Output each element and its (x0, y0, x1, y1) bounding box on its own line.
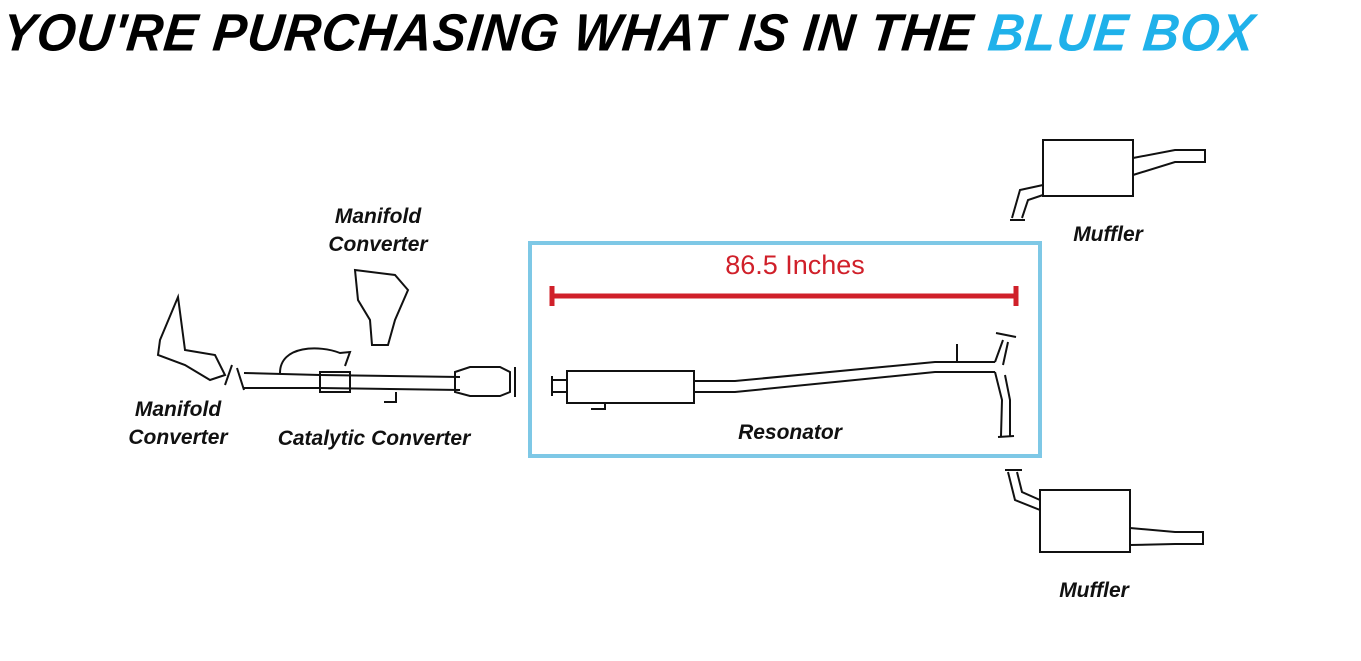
resonator-label: Resonator (738, 421, 842, 444)
measurement-bar (549, 286, 1019, 306)
muffler-bottom (1005, 469, 1204, 553)
catalytic-converter-label: Catalytic Converter (277, 427, 471, 450)
catalytic-section (236, 347, 516, 403)
blue-box (528, 241, 1042, 458)
measurement-label: 86.5 Inches (725, 250, 865, 280)
manifold-left (156, 293, 233, 386)
muffler-top-label: Muffler (1073, 223, 1143, 246)
muffler-top (1010, 139, 1206, 221)
manifold-top (353, 268, 410, 346)
resonator-pipe (551, 332, 1017, 438)
muffler-bottom-label: Muffler (1059, 579, 1129, 602)
